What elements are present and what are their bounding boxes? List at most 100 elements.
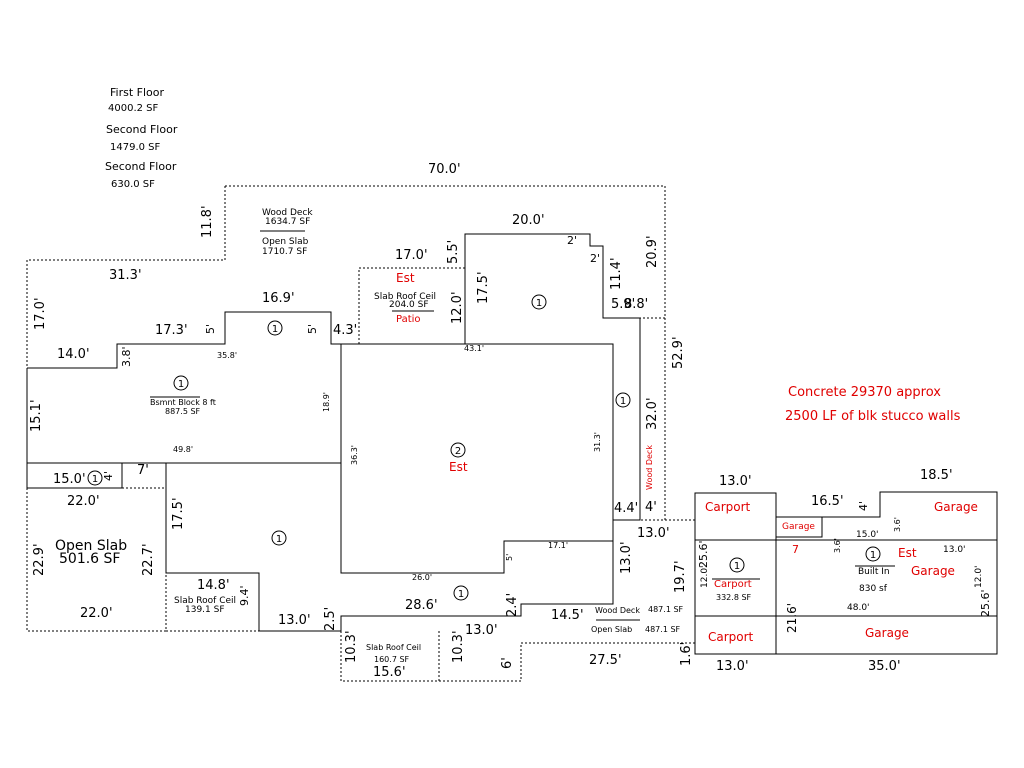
open-slab-left-area: 501.6 SF — [59, 551, 120, 567]
second-floor-label-b: Second Floor — [105, 160, 177, 173]
dim-label: 5' — [306, 324, 319, 334]
dim-label: 5.9' — [611, 297, 635, 312]
dim-label: 25.6' — [697, 540, 710, 568]
slab-roof-ceil-bottom-area: 160.7 SF — [374, 655, 410, 664]
first-floor-label: First Floor — [110, 86, 164, 99]
dim-label: 70.0' — [428, 162, 461, 177]
first-floor-area: 4000.2 SF — [108, 103, 159, 114]
dim-label: 2' — [590, 252, 600, 265]
dim-label: 52.9' — [671, 336, 686, 369]
built-in-area: 830 sf — [859, 584, 888, 594]
dim-label: 16.5' — [811, 494, 844, 509]
wood-deck-vertical-label: Wood Deck — [645, 445, 654, 490]
dim-label: 1.6' — [679, 642, 694, 666]
dim-label: 12.0' — [450, 291, 465, 324]
lower-wing-outline — [165, 488, 614, 632]
carport-bottom-label: Carport — [708, 630, 754, 644]
floor-marker-1-i: 1 — [865, 546, 881, 562]
garage-top-right-label: Garage — [934, 500, 978, 514]
dim-label: 4.3' — [333, 323, 357, 338]
dim-label: 17.5' — [171, 497, 186, 530]
dim-label: 27.5' — [589, 653, 622, 668]
dim-label: 11.4' — [609, 257, 624, 290]
carport-center-label: Carport — [714, 579, 752, 590]
slab-roof-ceil-top-label: Slab Roof Ceil — [374, 292, 436, 302]
dim-label: 31.3' — [109, 268, 142, 283]
est-garage-label: Est — [898, 546, 917, 560]
dim-label: 5.5' — [446, 240, 461, 264]
patio-label: Patio — [396, 314, 421, 325]
est-top-label: Est — [396, 271, 415, 285]
dim-label: 13.0' — [719, 474, 752, 489]
floor-marker-1-f: 1 — [271, 530, 287, 546]
dim-label: 22.9' — [32, 543, 47, 576]
dim-label: 17.0' — [33, 297, 48, 330]
dim-label: 21.6' — [785, 603, 799, 633]
floor-marker-1-c: 1 — [173, 375, 189, 391]
dim-label: 32.0' — [645, 397, 660, 430]
area-summary: First Floor 4000.2 SF Second Floor 1479.… — [105, 86, 178, 190]
dim-label: 14.0' — [57, 347, 90, 362]
solid-outlines — [26, 233, 998, 655]
built-in-label: Built In — [858, 567, 890, 577]
left-wing-outline — [26, 463, 123, 489]
dim-label: 18.5' — [920, 468, 953, 483]
second-floor-label-a: Second Floor — [106, 123, 178, 136]
dim-label: 17.1' — [548, 541, 568, 550]
svg-text:1: 1 — [458, 589, 464, 600]
floor-marker-2: 2 — [450, 442, 466, 458]
dim-label: 12.0' — [974, 565, 984, 588]
dim-label: 4' — [102, 471, 115, 481]
dim-label: 22.0' — [80, 606, 113, 621]
patio-outline — [358, 267, 465, 344]
area-labels: Wood Deck 1634.7 SF Open Slab 1710.7 SF … — [55, 208, 978, 664]
dim-label: 13.0' — [465, 623, 498, 638]
dim-label: 43.1' — [464, 344, 484, 353]
dim-label: 19.7' — [673, 560, 688, 593]
floor-markers: 1 1 1 1 2 1 1 1 1 1 — [87, 294, 881, 601]
svg-text:1: 1 — [870, 550, 876, 561]
dim-label: 18.9' — [322, 392, 331, 412]
garage-small-label: Garage — [782, 522, 815, 532]
svg-text:1: 1 — [536, 298, 542, 309]
open-slab-top-area: 1710.7 SF — [262, 247, 307, 257]
dim-label: 6' — [500, 657, 515, 669]
garage-bottom-label: Garage — [865, 626, 909, 640]
dim-label: 9.4' — [238, 585, 251, 606]
open-slab-bottom-area: 487.1 SF — [645, 625, 681, 634]
dim-label: 3.6' — [893, 517, 902, 532]
dim-label: 7' — [137, 463, 149, 478]
dim-label: 13.0' — [637, 526, 670, 541]
dim-label: 4' — [857, 501, 870, 511]
dim-label: 2.5' — [323, 607, 338, 631]
dim-label: 10.3' — [344, 630, 359, 663]
wood-deck-outline — [26, 185, 666, 368]
floor-marker-1-d: 1 — [615, 392, 631, 408]
concrete-note: Concrete 29370 approx — [788, 385, 941, 400]
dim-label: 15.6' — [373, 665, 406, 680]
dim-label: 13.0' — [619, 541, 634, 574]
svg-text:1: 1 — [272, 324, 278, 335]
dim-label: 16.9' — [262, 291, 295, 306]
est-main-label: Est — [449, 460, 468, 474]
dim-label: 15.0' — [53, 472, 86, 487]
dim-label: 14.8' — [197, 578, 230, 593]
second-floor-area-b: 630.0 SF — [111, 179, 155, 190]
dim-label: 10.3' — [451, 630, 466, 663]
garage-mid-label: Garage — [911, 564, 955, 578]
dim-label: 13.0' — [278, 613, 311, 628]
dim-label: 15.1' — [29, 399, 44, 432]
floor-marker-1-g: 1 — [453, 585, 469, 601]
dim-label: 4' — [645, 500, 657, 515]
garage-outline — [776, 491, 998, 655]
svg-text:1: 1 — [620, 396, 626, 407]
carport-center-area: 332.8 SF — [716, 593, 752, 602]
slab-roof-ceil-bottom-label: Slab Roof Ceil — [366, 643, 421, 652]
garage-number: 7 — [792, 543, 799, 556]
wood-deck-label: Wood Deck — [262, 208, 313, 218]
svg-text:1: 1 — [734, 561, 740, 572]
dim-label: 4.4' — [614, 501, 638, 516]
dim-label: 22.7' — [141, 543, 156, 576]
svg-text:1: 1 — [178, 379, 184, 390]
main-house-outline — [27, 233, 641, 574]
